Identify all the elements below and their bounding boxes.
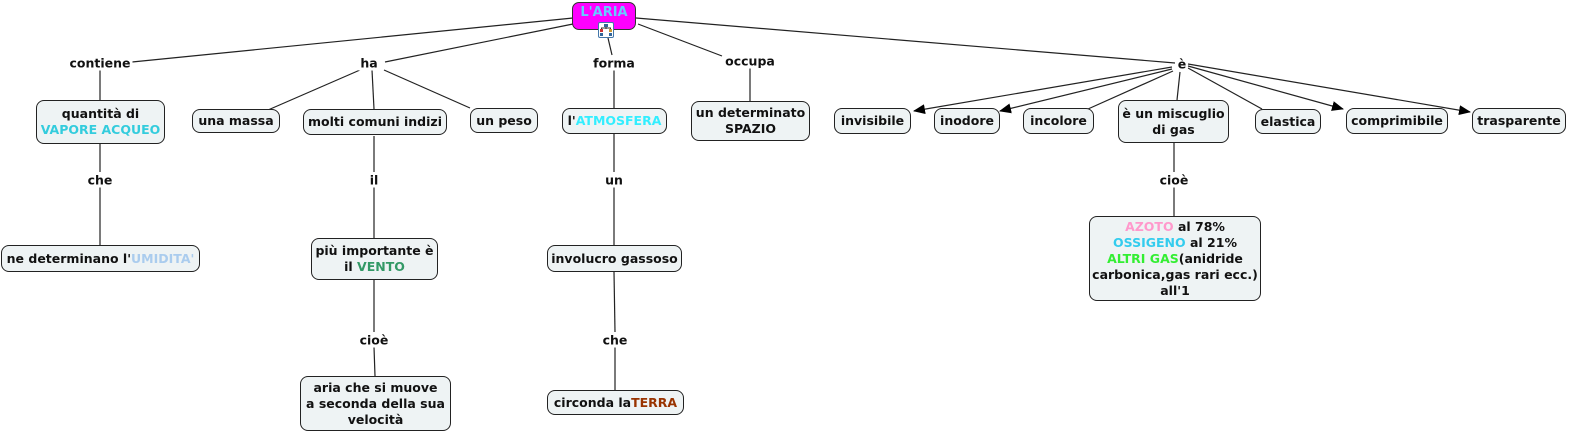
link-che[interactable]: che — [600, 332, 630, 348]
edge-root-occupa — [637, 23, 723, 57]
concept-un-peso[interactable]: un peso — [470, 108, 538, 133]
concept-elastica[interactable]: elastica — [1255, 109, 1321, 134]
edge-root-contiene — [131, 17, 574, 63]
concept-aria-che-si-muove[interactable]: aria che si muove a seconda della sua ve… — [300, 376, 451, 431]
concept-map-icon[interactable] — [598, 22, 614, 38]
link-che[interactable]: che — [85, 172, 115, 188]
concept-umidita[interactable]: ne determinano l'UMIDITA' — [1, 245, 200, 272]
link-e[interactable]: è — [1175, 56, 1189, 72]
link-il[interactable]: il — [367, 172, 381, 188]
concept-invisibile[interactable]: invisibile — [834, 108, 911, 134]
link-cioe[interactable]: cioè — [1157, 172, 1191, 188]
concept-molti-comuni-indizi[interactable]: molti comuni indizi — [303, 109, 447, 135]
concept-trasparente[interactable]: trasparente — [1472, 108, 1566, 134]
link-ha[interactable]: ha — [358, 55, 380, 71]
concept-involucro-gassoso[interactable]: involucro gassoso — [547, 245, 682, 272]
concept-incolore[interactable]: incolore — [1023, 108, 1094, 134]
concept-miscuglio-di-gas[interactable]: è un miscuglio di gas — [1118, 100, 1229, 143]
link-contiene[interactable]: contiene — [67, 55, 133, 71]
link-cioe[interactable]: cioè — [357, 332, 391, 348]
concept-vento[interactable]: più importante è il VENTO — [311, 238, 438, 280]
edge-root-forma — [607, 37, 613, 56]
link-forma[interactable]: forma — [591, 55, 637, 71]
concept-spazio[interactable]: un determinato SPAZIO — [691, 101, 810, 141]
concept-una-massa[interactable]: una massa — [192, 109, 280, 133]
hierarchy-icon — [600, 24, 612, 36]
link-un[interactable]: un — [603, 172, 625, 188]
concept-vapore-acqueo[interactable]: quantità di VAPORE ACQUEO — [36, 100, 165, 144]
concept-atmosfera[interactable]: l'ATMOSFERA — [562, 108, 667, 134]
edge-root-e — [635, 17, 1176, 64]
concept-terra[interactable]: circonda la TERRA — [547, 390, 684, 415]
link-occupa[interactable]: occupa — [723, 53, 777, 69]
edge-root-ha — [384, 23, 574, 63]
concept-comprimibile[interactable]: comprimibile — [1346, 108, 1448, 134]
concept-inodore[interactable]: inodore — [934, 108, 1000, 134]
root-label: L'ARIA — [580, 5, 628, 20]
concept-composizione-gas[interactable]: AZOTO al 78% OSSIGENO al 21% ALTRI GAS(a… — [1089, 216, 1261, 301]
